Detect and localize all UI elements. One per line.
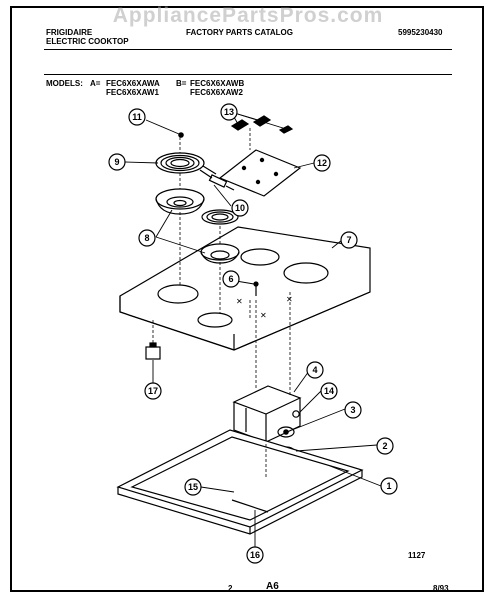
callout-8: 14 — [324, 386, 334, 396]
callout-6: 4 — [312, 365, 317, 375]
callout-15: 13 — [224, 107, 234, 117]
small-coil-element — [201, 209, 239, 225]
infinite-switch — [277, 426, 295, 438]
model-b-2: FEC6X6XAW2 — [190, 88, 243, 97]
cooktop-glass-top: ✕ ✕ ✕ — [119, 226, 371, 351]
svg-text:✕: ✕ — [260, 311, 267, 320]
callout-1: 1 — [386, 481, 391, 491]
models-label: MODELS: — [46, 79, 83, 88]
model-group-b-label: B= — [176, 79, 187, 88]
callout-3-circle — [246, 546, 264, 564]
callout-7: 6 — [228, 274, 233, 284]
callout-4-circle — [344, 401, 362, 419]
callout-12-circle — [231, 199, 249, 217]
brand-label: FRIGIDAIRE — [46, 28, 93, 37]
callout-6-circle — [306, 361, 324, 379]
callout-10-circle — [138, 229, 156, 247]
bracket-16 — [145, 342, 161, 360]
catalog-title: FACTORY PARTS CATALOG — [186, 28, 293, 37]
callout-11-circle — [108, 153, 126, 171]
model-group-a-label: A= — [90, 79, 101, 88]
callout-3: 16 — [250, 550, 260, 560]
large-coil-element — [155, 152, 217, 179]
callout-11: 9 — [114, 157, 119, 167]
callout-17-circle — [184, 478, 202, 496]
indicator-light — [292, 410, 300, 418]
svg-text:✕: ✕ — [286, 295, 293, 304]
callout-15-circle — [220, 103, 238, 121]
screw-13 — [178, 132, 184, 138]
product-label: ELECTRIC COOKTOP — [46, 37, 129, 46]
callout-16: 17 — [148, 386, 158, 396]
callout-1-circle — [380, 477, 398, 495]
header-rule-top — [44, 49, 452, 50]
callout-17: 15 — [188, 482, 198, 492]
catalog-number: 5995230430 — [398, 28, 443, 37]
clip-set — [230, 115, 294, 134]
page-number: 2 — [228, 584, 233, 593]
callout-7-circle — [222, 270, 240, 288]
callout-8-circle — [320, 382, 338, 400]
callout-4: 3 — [350, 405, 355, 415]
catalog-date: 8/93 — [433, 584, 449, 593]
page-border — [10, 6, 484, 592]
callout-13: 11 — [132, 112, 142, 122]
model-b-1: FEC6X6XAWB — [190, 79, 245, 88]
large-drip-bowl — [155, 188, 205, 215]
callout-14: 12 — [317, 158, 327, 168]
burner-box — [116, 429, 364, 535]
callout-9: 7 — [346, 235, 351, 245]
callout-9-circle — [340, 231, 358, 249]
callout-13-circle — [128, 108, 146, 126]
callout-2-circle — [376, 437, 394, 455]
callout-14-circle — [313, 154, 331, 172]
callout-12: 10 — [235, 203, 245, 213]
callout-16-circle — [144, 382, 162, 400]
model-a-1: FEC6X6XAWA — [106, 79, 160, 88]
callout-2: 2 — [382, 441, 387, 451]
figure-code: 1127 — [408, 551, 426, 560]
model-a-2: FEC6X6XAW1 — [106, 88, 159, 97]
callout-10: 8 — [144, 233, 149, 243]
svg-text:✕: ✕ — [236, 297, 243, 306]
mounting-plate — [218, 149, 302, 197]
header-rule-bottom — [44, 74, 452, 75]
section-code: A6 — [266, 581, 279, 592]
